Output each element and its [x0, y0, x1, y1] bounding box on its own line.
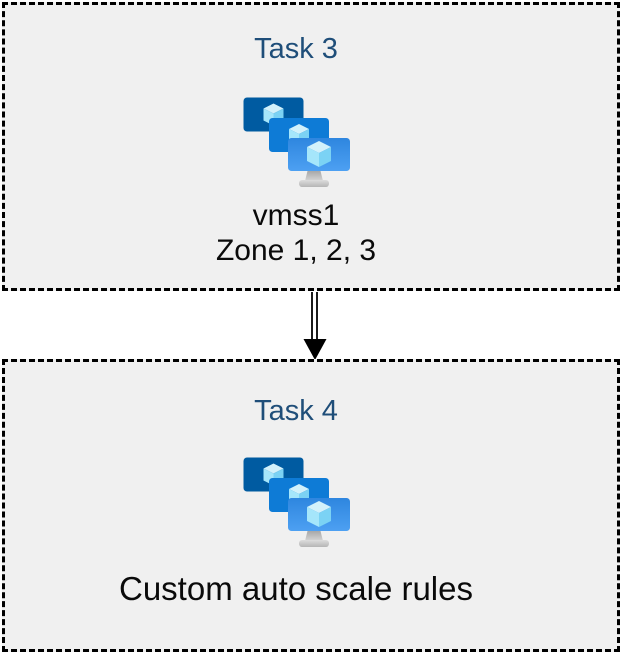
task3-title: Task 3 [254, 33, 338, 65]
task3-caption-name: vmss1 [252, 199, 340, 232]
task3-caption-zones: Zone 1, 2, 3 [215, 234, 377, 267]
vm-scale-sets-icon [243, 97, 350, 187]
task4-content: Task 4 Custom auto scale rules [5, 362, 587, 609]
task4-caption-rules: Custom auto scale rules [119, 570, 473, 607]
task4-box: Task 4 Custom auto scale rules [2, 359, 620, 652]
task3-content: Task 3 vmss1 Zone 1, 2, 3 [5, 5, 587, 268]
vm-scale-sets-icon [243, 457, 350, 547]
task3-box: Task 3 vmss1 Zone 1, 2, 3 [2, 2, 620, 291]
task4-title: Task 4 [254, 395, 338, 427]
down-arrow [303, 292, 327, 360]
